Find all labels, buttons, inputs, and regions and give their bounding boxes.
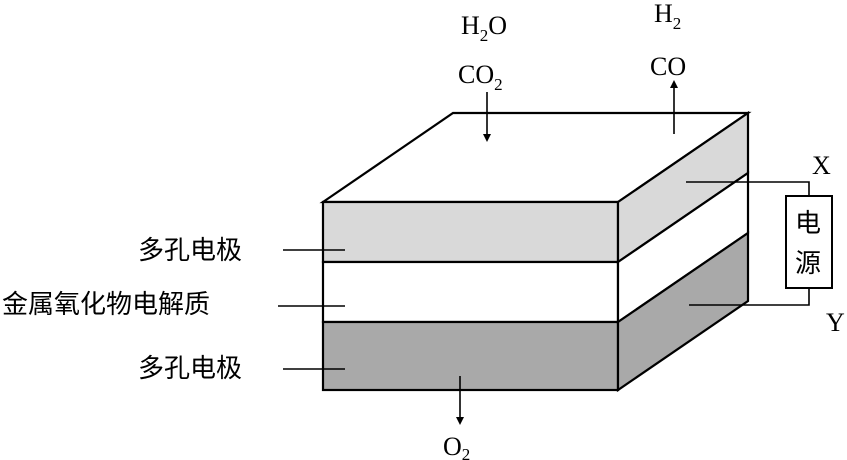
wire-y <box>689 288 810 306</box>
power-source-label-1: 电 <box>795 209 821 239</box>
front-layer-top <box>321 200 620 264</box>
side-layer-bottom <box>616 230 750 393</box>
output-o2: O2 <box>443 432 470 460</box>
terminal-y-label: Y <box>826 308 845 337</box>
label-porous-electrode-top: 多孔电极 <box>138 236 242 266</box>
terminal-x-label: X <box>812 151 831 180</box>
front-layer-middle <box>321 260 620 324</box>
input-co2: CO2 <box>458 60 503 94</box>
output-co: CO <box>650 52 686 81</box>
power-source-box <box>785 195 833 289</box>
power-source-label-2: 源 <box>795 249 821 279</box>
label-electrolyte: 金属氧化物电解质 <box>2 290 210 320</box>
label-porous-electrode-bottom: 多孔电极 <box>138 354 242 384</box>
output-h2: H2 <box>654 0 681 33</box>
front-layer-bottom <box>321 320 620 392</box>
input-h2o: H2O <box>461 11 507 45</box>
wire-x <box>686 181 810 196</box>
